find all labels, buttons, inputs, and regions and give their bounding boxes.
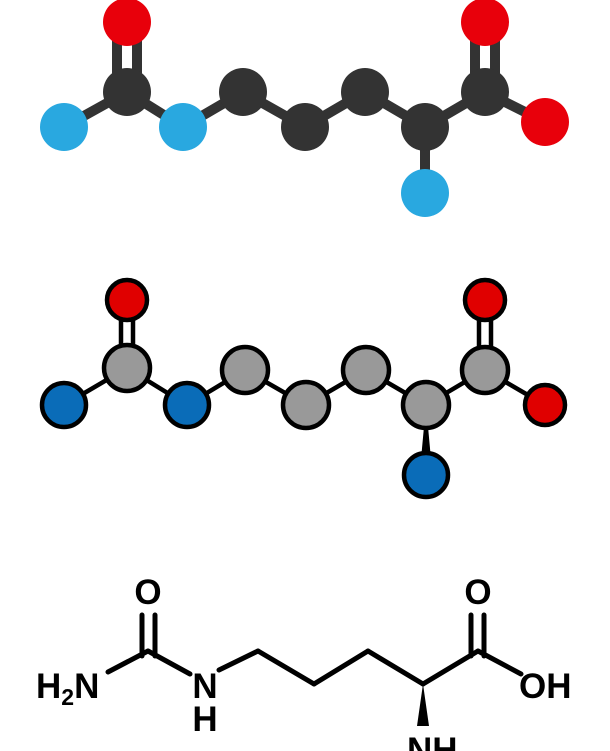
atom-oxygen — [103, 0, 151, 46]
amide-h-label: H — [192, 700, 217, 739]
amine-subscript: 2 — [61, 684, 74, 710]
skeletal-formula: O O H2N N H OH NH2 — [36, 573, 572, 751]
atom-carbon — [459, 344, 511, 396]
atom-oxygen — [104, 277, 150, 323]
amine-label-h2n: H2N — [36, 667, 99, 710]
alpha-amine-label: NH2 — [407, 731, 470, 751]
atom-carbon — [281, 103, 329, 151]
atom-carbon — [341, 68, 389, 116]
atom-nitrogen — [159, 103, 207, 151]
hydroxyl-label: OH — [519, 667, 572, 706]
atom-carbon — [461, 68, 509, 116]
atom-oxygen — [521, 98, 569, 146]
atom-carbon — [219, 68, 267, 116]
skeletal-wedge-bond — [417, 684, 429, 726]
atom-nitrogen — [401, 450, 451, 500]
atom-carbon — [103, 68, 151, 116]
ball-and-stick-model-flat — [39, 277, 568, 500]
amine-n: N — [74, 667, 99, 706]
atom-carbon — [401, 103, 449, 151]
atom-nitrogen — [162, 380, 212, 430]
oxygen-label-right: O — [464, 573, 491, 612]
atom-nitrogen — [401, 169, 449, 217]
atom-carbon — [280, 379, 332, 431]
atom-oxygen — [462, 277, 508, 323]
amide-n-label: N — [192, 667, 217, 706]
atom-nitrogen — [39, 380, 89, 430]
atom-nitrogen — [40, 103, 88, 151]
oxygen-label-left: O — [134, 573, 161, 612]
flat-atoms — [39, 277, 568, 500]
alpha-amine-subscript: 2 — [458, 748, 471, 751]
atom-carbon — [340, 344, 392, 396]
ball-and-stick-model-glossy — [40, 0, 569, 217]
amine-h: H — [36, 667, 61, 706]
atom-oxygen — [522, 382, 568, 428]
skeletal-bonds — [105, 612, 524, 687]
atom-carbon — [400, 379, 452, 431]
atom-carbon — [101, 342, 153, 394]
atom-oxygen — [461, 0, 509, 46]
alpha-amine-nh: NH — [407, 731, 458, 751]
atom-carbon — [219, 344, 271, 396]
glossy-atoms — [40, 0, 569, 217]
